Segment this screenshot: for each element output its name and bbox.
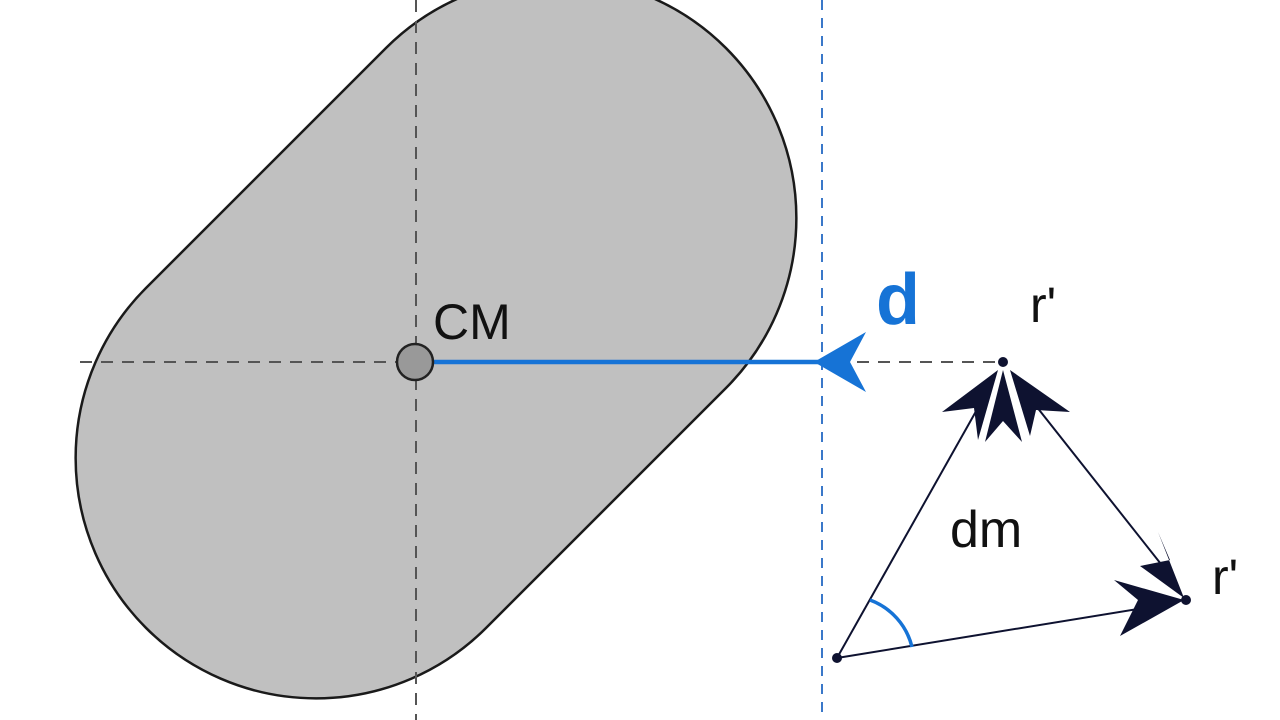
arrowhead-top-right xyxy=(1010,370,1070,436)
center-of-mass-point xyxy=(395,342,435,382)
cm-label: CM xyxy=(433,294,511,350)
arrowhead-right-upper xyxy=(1140,532,1184,598)
arrowhead-right-lower xyxy=(1114,580,1184,636)
rigid-body-shape xyxy=(74,0,798,700)
distance-label: d xyxy=(876,260,920,340)
vector-left-to-top xyxy=(836,389,989,659)
arrowhead-top-center xyxy=(985,370,1022,442)
vertex-top-dot xyxy=(998,357,1008,367)
position-label-right: r' xyxy=(1212,549,1238,605)
mass-element-label: dm xyxy=(950,501,1022,559)
arrowhead-top-left xyxy=(942,370,998,440)
vertex-left-dot xyxy=(832,653,842,663)
vector-top-to-right xyxy=(1024,391,1173,579)
position-label-top: r' xyxy=(1030,277,1056,333)
vector-left-to-right xyxy=(836,606,1151,659)
distance-arrowhead xyxy=(814,332,866,392)
vertex-right-dot xyxy=(1181,595,1191,605)
angle-arc xyxy=(869,598,914,648)
